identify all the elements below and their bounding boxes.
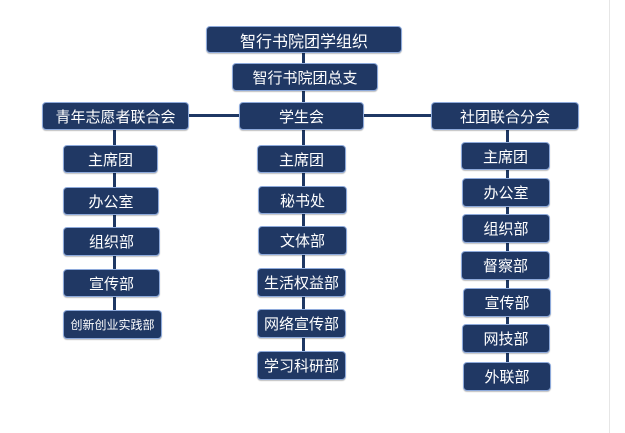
- page-border: [609, 0, 610, 433]
- node-dept: 组织部: [63, 227, 160, 256]
- node-dept: 主席团: [257, 145, 346, 173]
- node-group-volunteer: 青年志愿者联合会: [42, 102, 189, 130]
- node-dept: 督察部: [461, 251, 550, 280]
- node-dept: 创新创业实践部: [63, 310, 162, 339]
- node-dept: 办公室: [63, 187, 159, 215]
- node-dept: 网络宣传部: [257, 309, 346, 338]
- node-dept: 主席团: [63, 145, 158, 173]
- node-dept: 主席团: [461, 142, 550, 170]
- node-dept: 外联部: [463, 362, 551, 391]
- node-root: 智行书院团学组织: [206, 26, 402, 53]
- node-dept: 学习科研部: [257, 351, 346, 380]
- node-dept: 文体部: [258, 226, 347, 255]
- node-group-clubs: 社团联合分会: [431, 102, 579, 130]
- node-dept: 生活权益部: [257, 268, 346, 297]
- connector: [302, 52, 305, 64]
- node-dept: 网技部: [462, 324, 550, 353]
- node-dept: 秘书处: [258, 186, 347, 214]
- node-dept: 宣传部: [63, 269, 160, 297]
- connector: [113, 129, 116, 324]
- node-dept: 组织部: [462, 214, 550, 243]
- node-branch: 智行书院团总支: [232, 63, 378, 91]
- connector: [302, 90, 305, 103]
- node-dept: 宣传部: [463, 288, 551, 317]
- node-dept: 办公室: [462, 178, 550, 207]
- node-group-student-union: 学生会: [239, 102, 364, 130]
